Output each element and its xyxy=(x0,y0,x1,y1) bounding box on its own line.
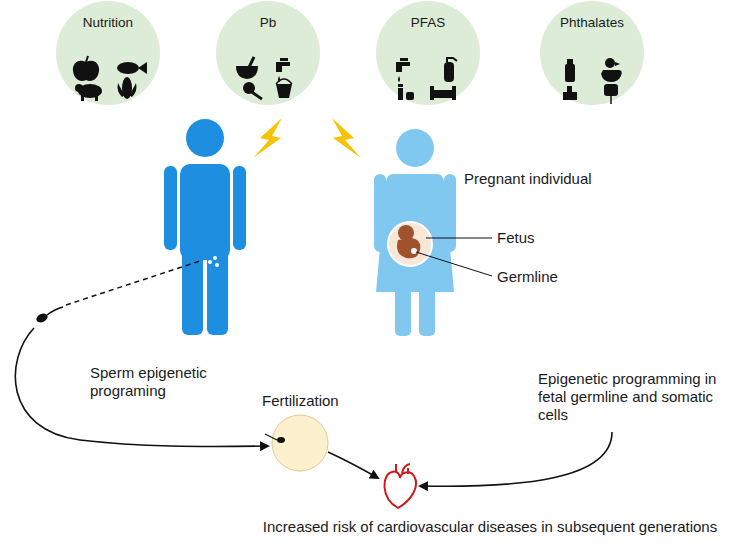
lightning-bolts xyxy=(253,118,361,158)
pregnant-figure xyxy=(374,129,456,336)
sperm-dots xyxy=(208,256,219,267)
annotation-label: Sperm epigenetic programing xyxy=(90,364,216,400)
sperm xyxy=(35,260,203,324)
exposure-label: Pb xyxy=(216,1,320,32)
phthalate-icons xyxy=(563,58,622,104)
pfas-icons xyxy=(396,58,457,100)
egg xyxy=(265,415,328,471)
exposure-circle: Nutrition xyxy=(56,1,160,105)
exposure-label: Nutrition xyxy=(56,1,160,32)
annotation-label: Epigenetic programming in fetal germline… xyxy=(538,370,738,424)
leader-lines xyxy=(416,238,492,276)
flow-arrow xyxy=(15,328,268,446)
exposure-label: Phthalates xyxy=(540,1,644,32)
man-figure xyxy=(164,119,246,335)
annotation-label: Fertilization xyxy=(262,392,339,410)
exposure-circle: Phthalates xyxy=(540,1,644,105)
exposure-circle: PFAS xyxy=(376,1,480,105)
exposure-label: PFAS xyxy=(376,1,480,32)
exposure-circles xyxy=(56,1,644,105)
exposure-circle: Pb xyxy=(216,1,320,105)
lead-icons xyxy=(236,56,292,100)
annotation-label: Fetus xyxy=(497,229,535,247)
annotation-label: Germline xyxy=(497,268,558,286)
heart-icon xyxy=(384,464,416,508)
annotation-label: Increased risk of cardiovascular disease… xyxy=(235,518,745,536)
flow-arrow xyxy=(420,432,612,486)
annotation-label: Pregnant individual xyxy=(464,170,592,188)
fetus xyxy=(388,222,432,266)
nutrition-icons xyxy=(73,56,147,101)
flow-arrow xyxy=(328,452,378,478)
